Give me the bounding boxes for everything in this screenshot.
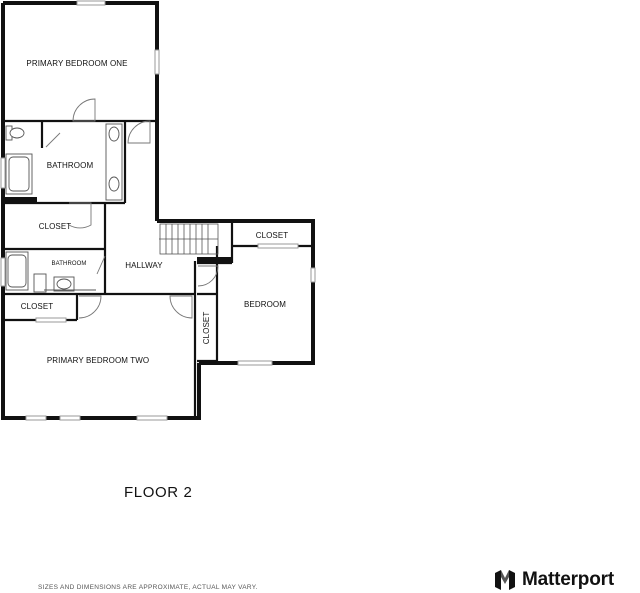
room-label-primary-bedroom-one: PRIMARY BEDROOM ONE [26,59,127,68]
floor-label: FLOOR 2 [124,484,193,501]
upper-sinks [105,123,123,201]
room-label-primary-bedroom-two: PRIMARY BEDROOM TWO [47,356,149,365]
room-label-closet-right: CLOSET [256,231,289,240]
wall-blocks [3,197,233,263]
right-wing-wall [157,219,315,365]
brand-logo: Matterport [494,568,614,592]
upper-wing-wall [3,1,159,221]
stairs [159,223,219,255]
upper-tub [5,153,33,195]
room-label-hallway: HALLWAY [125,261,163,270]
windows [0,0,316,421]
room-label-closet-upper: CLOSET [39,222,72,231]
lower-toilet [33,273,47,293]
room-label-bathroom-upper: BATHROOM [47,161,94,170]
brand-name: Matterport [522,569,614,590]
disclaimer-text: SIZES AND DIMENSIONS ARE APPROXIMATE, AC… [38,584,258,591]
fixtures [5,123,123,293]
matterport-logo-icon [495,570,515,590]
door-swings [45,98,219,319]
lower-tub [5,251,29,291]
lower-wing-wall [1,3,201,420]
room-label-closet-left: CLOSET [21,302,54,311]
room-label-bedroom: BEDROOM [244,300,286,309]
room-label-closet-vertical: CLOSET [202,312,211,345]
room-label-bathroom-lower: BATHROOM [51,261,86,267]
lower-sink [53,276,75,292]
upper-toilet [5,125,25,141]
